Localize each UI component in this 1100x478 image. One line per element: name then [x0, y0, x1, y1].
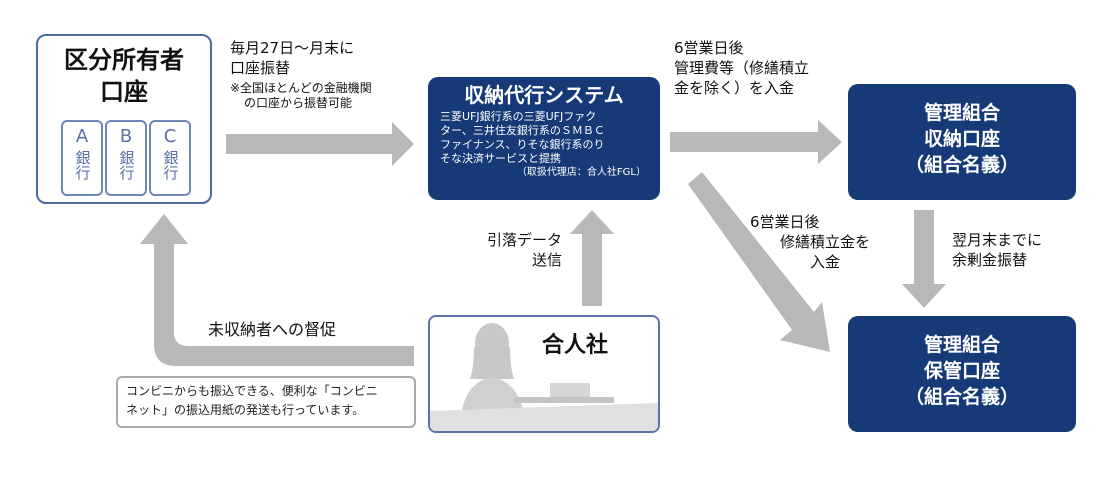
- reserve-label-line1: 6営業日後: [750, 213, 820, 231]
- convenience-note-box: コンビニからも振込できる、便利な「コンビニ ネット」の振込用紙の発送も行っていま…: [116, 376, 416, 428]
- collection-account-line3: （組合名義）: [904, 154, 1019, 176]
- bank-label: 銀行: [161, 150, 180, 180]
- collection-account-line1: 管理組合: [923, 102, 1000, 124]
- reminder-label: 未収納者への督促: [208, 320, 337, 339]
- custody-account-line3: （組合名義）: [904, 386, 1019, 408]
- collection-account-box: 管理組合 収納口座 （組合名義）: [848, 84, 1076, 200]
- system-body-line3: ファイナンス、りそな銀行系のり: [440, 138, 605, 151]
- bank-c: C 銀行: [149, 120, 191, 196]
- convenience-note-line1: コンビニからも振込できる、便利な「コンビニ: [126, 384, 378, 398]
- bank-letter: B: [119, 126, 133, 147]
- arrow-company-to-system: [570, 210, 614, 306]
- debit-data-line2: 送信: [531, 251, 562, 269]
- system-description: 三菱UFJ銀行系の三菱UFJファク ター、三井住友銀行系のＳＭＢＣ ファイナンス…: [428, 107, 660, 166]
- arrow-owner-to-system: [226, 122, 414, 166]
- bank-label: 銀行: [117, 150, 136, 180]
- debit-data-label: 引落データ 送信: [480, 230, 562, 270]
- management-fee-label: 6営業日後 管理費等（修繕積立 金を除く）を入金: [674, 38, 809, 98]
- bank-letter: C: [163, 126, 177, 147]
- arrow-system-to-collection: [670, 120, 842, 164]
- transfer-label-line1: 毎月27日～月末に: [230, 39, 355, 57]
- custody-account-box: 管理組合 保管口座 （組合名義）: [848, 316, 1076, 432]
- sweep-label: 翌月末までに 余剰金振替: [952, 230, 1042, 270]
- system-agent: （取扱代理店：合人社FGL）: [516, 167, 646, 178]
- custody-account-line2: 保管口座: [923, 360, 1000, 382]
- transfer-note-line2: の口座から振替可能: [244, 96, 353, 110]
- company-box: 合人社: [428, 315, 660, 433]
- owner-title: 区分所有者 口座: [38, 44, 210, 108]
- management-fee-line3: 金を除く）を入金: [674, 79, 795, 97]
- reserve-label-line3: 入金: [809, 253, 840, 271]
- arrow-system-to-custody: [688, 172, 830, 352]
- system-body-line2: ター、三井住友銀行系のＳＭＢＣ: [440, 124, 605, 137]
- sweep-label-line2: 余剰金振替: [952, 251, 1028, 269]
- management-fee-line1: 6営業日後: [674, 39, 744, 57]
- office-worker-illustration: [430, 317, 658, 431]
- bank-label: 銀行: [73, 150, 92, 180]
- custody-account-line1: 管理組合: [923, 334, 1000, 356]
- bank-b: B 銀行: [105, 120, 147, 196]
- sweep-label-line1: 翌月末までに: [952, 231, 1043, 249]
- owner-account-box: 区分所有者 口座 A 銀行 B 銀行 C 銀行: [36, 34, 212, 204]
- reserve-label-line2: 修繕積立金を: [779, 233, 870, 251]
- bank-letter: A: [75, 126, 89, 147]
- company-name: 合人社: [542, 333, 609, 358]
- bank-a: A 銀行: [61, 120, 103, 196]
- transfer-note-line1: ※全国ほとんどの金融機関: [230, 81, 372, 95]
- transfer-label-line2: 口座振替: [230, 59, 291, 77]
- convenience-note-line2: ネット」の振込用紙の発送も行っています。: [126, 403, 365, 417]
- reserve-label: 6営業日後 修繕積立金を 入金: [750, 212, 870, 272]
- collection-account-line2: 収納口座: [923, 128, 1000, 150]
- arrow-reminder-to-owner: [140, 214, 414, 366]
- owner-title-line1: 区分所有者: [64, 46, 184, 74]
- collection-agency-system-box: 収納代行システム 三菱UFJ銀行系の三菱UFJファク ター、三井住友銀行系のＳＭ…: [428, 77, 660, 200]
- transfer-label: 毎月27日～月末に 口座振替 ※全国ほとんどの金融機関 の口座から振替可能: [230, 38, 372, 111]
- management-fee-line2: 管理費等（修繕積立: [674, 59, 810, 77]
- system-title: 収納代行システム: [464, 83, 624, 107]
- system-body-line1: 三菱UFJ銀行系の三菱UFJファク: [440, 110, 597, 123]
- system-body-line4: そな決済サービスと提携: [440, 152, 561, 165]
- debit-data-line1: 引落データ: [486, 231, 562, 249]
- owner-title-line2: 口座: [100, 78, 148, 106]
- arrow-collection-to-custody: [902, 210, 946, 308]
